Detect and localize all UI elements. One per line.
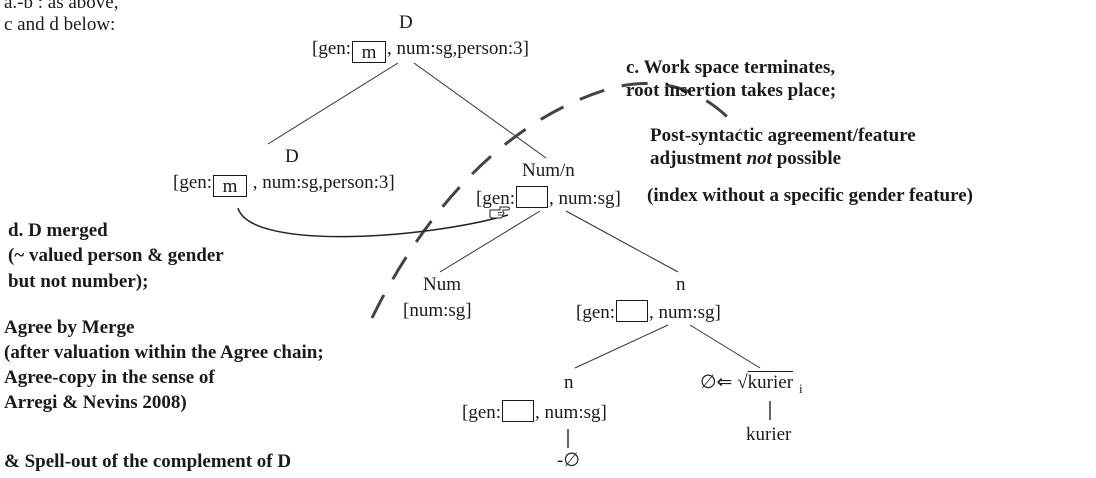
note-d-line-1: d. D merged — [8, 220, 108, 241]
agree-curve — [237, 207, 509, 238]
node-n-low-features: [gen: , num:sg] — [462, 400, 607, 424]
branch-numn-nmid — [565, 210, 679, 273]
feature-prefix: [gen: — [462, 402, 502, 423]
gender-empty-box — [502, 400, 535, 422]
feature-prefix: [gen: — [576, 302, 616, 323]
branch-nmid-nlow — [574, 324, 669, 369]
intro-line-1: a.-b : as above, — [4, 0, 119, 13]
note-agree-line-3: Agree-copy in the sense of — [4, 367, 215, 388]
gender-value-box: m — [213, 175, 248, 197]
node-num-features: [num:sg] — [403, 300, 472, 321]
feature-prefix: [gen: — [312, 38, 352, 59]
node-d-mid-features: [gen:m , num:sg,person:3] — [173, 172, 395, 197]
note-post-text: possible — [771, 148, 842, 169]
node-n-mid-features: [gen: , num:sg] — [576, 300, 721, 324]
root-radical: √ — [737, 372, 748, 393]
note-c-line-2: root insertion takes place; — [626, 80, 837, 101]
node-n-low-label: n — [564, 372, 574, 393]
feature-suffix: , num:sg,person:3] — [387, 38, 530, 59]
note-spellout: & Spell-out of the complement of D — [4, 451, 292, 472]
pointing-hand-icon — [489, 206, 510, 219]
root-value: kurier — [747, 372, 794, 393]
feature-prefix: [gen: — [173, 172, 213, 193]
branch-numn-num — [439, 210, 541, 273]
feature-suffix: , num:sg,person:3] — [248, 172, 395, 193]
node-d-top-features: [gen:m, num:sg,person:3] — [312, 38, 529, 63]
node-numn-features: [gen: , num:sg] — [476, 186, 621, 210]
note-d-line-2: (~ valued person & gender — [8, 245, 224, 266]
intro-line-2: c and d below: — [4, 14, 116, 35]
feature-suffix: , num:sg] — [535, 402, 607, 423]
note-post-line-3: (index without a specific gender feature… — [647, 185, 973, 206]
feature-prefix: [gen: — [476, 188, 516, 209]
node-num-label: Num — [423, 274, 461, 295]
note-post-line-2: adjustment not possible — [650, 147, 841, 170]
feature-suffix: , num:sg] — [649, 302, 721, 323]
node-numn-label: Num/n — [522, 160, 575, 181]
note-agree-line-1: Agree by Merge — [4, 317, 135, 338]
root-index: i — [799, 380, 803, 396]
feature-suffix: , num:sg] — [549, 188, 621, 209]
note-agree-line-2: (after valuation within the Agree chain; — [4, 342, 324, 363]
gender-empty-box — [516, 186, 549, 208]
note-d-line-3: but not number); — [8, 271, 149, 292]
node-d-top-label: D — [399, 12, 413, 33]
node-n-mid-label: n — [676, 274, 686, 295]
root-insertion-arrow: ∅⇐ — [700, 372, 733, 393]
note-post-text: adjustment — [650, 148, 747, 169]
note-agree-line-4: Arregi & Nevins 2008) — [4, 392, 187, 413]
exponent-root: kurier — [746, 424, 792, 445]
gender-value-box: m — [352, 41, 387, 63]
note-post-emphasis: not — [746, 148, 772, 169]
branch-dtop-dmid — [267, 62, 399, 145]
note-post-line-1: Post-syntactic agreement/feature — [650, 125, 916, 146]
gender-empty-box — [616, 300, 649, 322]
exponent-n: -∅ — [557, 450, 580, 471]
branch-nmid-root — [689, 324, 761, 369]
branch-dtop-numn — [413, 62, 547, 159]
note-c-line-1: c. Work space terminates, — [626, 57, 836, 78]
node-d-mid-label: D — [285, 146, 299, 167]
workspace-dashed-arc — [370, 81, 742, 319]
